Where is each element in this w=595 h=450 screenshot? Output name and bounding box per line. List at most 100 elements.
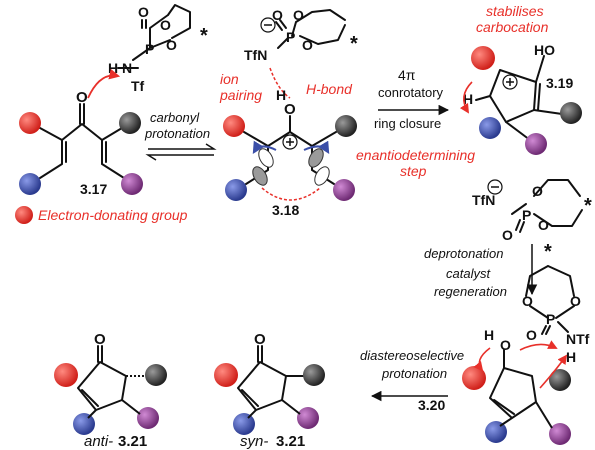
compound-3-17-label: 3.17 [80,181,107,197]
product-anti-3-21: O anti- 3.21 [54,331,167,450]
product-syn-3-21: O syn- 3.21 [214,331,325,450]
protonation-arrow: diastereoselective protonation [360,348,464,402]
o-label: O [302,37,313,53]
gray-ball [145,364,167,386]
o-label: O [293,7,304,23]
stabilisation-arrow [459,81,473,114]
purple-ball [121,173,143,195]
p-orbital-lower [314,166,330,186]
enol-arrow-1 [473,347,491,372]
edg-ball [19,112,41,134]
blue-ball [233,413,255,435]
o-label: O [160,17,171,33]
oh-h: H [276,87,286,103]
p-label: P [286,29,295,45]
o-label: O [522,293,533,309]
blue-ball [479,117,501,139]
legend-red-ball [15,206,33,224]
chirality-star: * [584,195,592,217]
blue-ball [19,173,41,195]
enol-arrow-3 [539,354,568,389]
p-orbital-upper [258,148,274,168]
gray-ball [303,364,325,386]
blue-ball [485,421,507,443]
ho-label: HO [534,42,555,58]
intermediate-3-19: stabilises carbocation HO H 3.19 [459,3,582,155]
o-label: O [532,183,543,199]
positive-charge [502,74,518,90]
compound-3-18-label: 3.18 [272,202,299,218]
ring-closure-arrow: 4π conrotatory ring closure enantiodeter… [356,67,475,179]
enol-arrow-2 [519,340,558,351]
edg-legend: Electron-donating group [15,206,188,224]
ketone-o: O [76,89,88,106]
anti-prefix: anti- [84,433,113,450]
edg-ball [214,363,238,387]
positive-charge [282,134,298,150]
compound-3-19-label: 3.19 [546,75,573,91]
c-o-double-bond [79,103,85,125]
negative-charge [487,179,503,195]
edg-ball [223,115,245,137]
gray-ball [549,369,571,391]
catalyst-top-left: H N Tf P O O O * [108,4,208,94]
catalyst-middle: O P O O TfN * [244,7,358,63]
deprotonation-arrow: deprotonation catalyst regeneration [424,244,538,299]
h-label: H [566,349,576,365]
enol-3-20: O H 3.20 [418,327,571,445]
edg-ball [462,366,486,390]
ring-closure-label: ring closure [374,116,441,131]
p-o-double-bond [141,19,147,29]
p-orbital-lower [252,166,268,186]
o-label: O [502,227,513,243]
conrotatory-label: conrotatory [378,85,444,100]
syn-prefix: syn- [240,433,268,450]
o-label: O [166,37,177,53]
carbonyl-label: carbonyl [150,110,200,125]
h-label: H [463,91,473,107]
oh-o: O [284,101,296,118]
purple-ball [333,179,355,201]
chirality-star: * [200,25,208,47]
gray-ball [560,102,582,124]
protonation-label: protonation [144,126,210,141]
syn-number: 3.21 [276,433,305,450]
ion-pair-dash [269,67,291,99]
negative-charge [260,17,276,33]
chirality-star: * [350,33,358,55]
blue-ball [225,179,247,201]
hbond-label: H-bond [306,81,353,97]
ion-label: ion [220,71,239,87]
o-label: O [570,293,581,309]
protonation2-label: protonation [381,366,447,381]
edg-ball [54,363,78,387]
carbocation-label: carbocation [476,19,549,35]
compound-3-20-label: 3.20 [418,397,445,413]
substrate-3-17: O 3.17 [19,68,143,197]
four-pi-label: 4π [398,67,416,83]
stabilises-label: stabilises [486,3,544,19]
tfn-label: TfN [244,47,267,63]
ketone-o: O [254,331,266,348]
equilibrium-arrows: carbonyl protonation [144,110,217,161]
o-label: O [526,327,537,343]
pairing-label: pairing [219,87,262,103]
p-label: P [522,207,531,223]
chirality-star: * [544,241,552,263]
edg-ball [471,46,495,70]
purple-ball [137,407,159,429]
diastereo-label: diastereoselective [360,348,464,363]
catalyst-bottom-right: * O O P O NTf H [522,241,590,365]
tf-label: Tf [131,78,145,94]
gray-ball [335,115,357,137]
regeneration-label: regeneration [434,284,507,299]
step-label: step [400,163,427,179]
curved-arrow-protonation [87,68,121,99]
blue-ball [73,413,95,435]
ntf-label: NTf [566,331,590,347]
n-label: N [122,60,132,76]
rotation-arrow-right [303,140,330,155]
catalyst-label: catalyst [446,266,491,281]
bond-forming-dash [261,187,321,201]
